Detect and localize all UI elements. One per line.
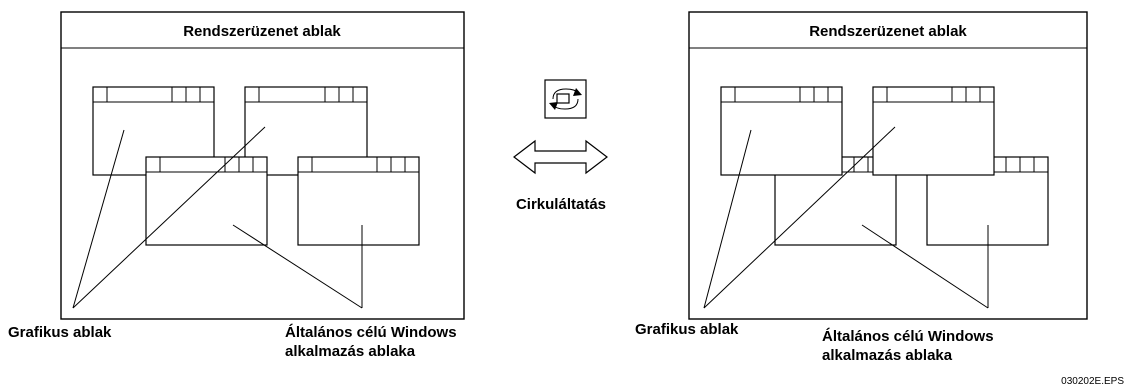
left-leader-lines bbox=[72, 126, 363, 309]
left-general-window-label-line2: alkalmazás ablaka bbox=[285, 343, 416, 360]
right-graphic-window-1 bbox=[720, 86, 843, 176]
right-leader-lines bbox=[703, 126, 989, 309]
left-system-message-title: Rendszerüzenet ablak bbox=[183, 23, 341, 40]
left-general-window-1 bbox=[145, 156, 268, 246]
cycle-windows-icon bbox=[544, 79, 587, 119]
left-general-window-label-line1: Általános célú Windows bbox=[285, 324, 457, 341]
right-system-message-title: Rendszerüzenet ablak bbox=[809, 23, 967, 40]
left-general-window-2 bbox=[297, 156, 420, 246]
right-panel: Rendszerüzenet ablak bbox=[635, 11, 1088, 364]
right-graphic-window-2 bbox=[872, 86, 995, 176]
right-graphic-window-label: Grafikus ablak bbox=[635, 321, 739, 338]
cycling-label: Cirkuláltatás bbox=[516, 196, 606, 213]
center-cycling: Cirkuláltatás bbox=[513, 79, 608, 213]
right-general-window-label-line1: Általános célú Windows bbox=[822, 328, 994, 345]
left-panel: Rendszerüzenet ablak bbox=[8, 11, 465, 360]
double-headed-arrow-icon bbox=[513, 139, 608, 175]
file-reference: 030202E.EPS bbox=[1061, 376, 1124, 387]
right-general-window-label-line2: alkalmazás ablaka bbox=[822, 347, 953, 364]
left-graphic-window-label: Grafikus ablak bbox=[8, 324, 112, 341]
